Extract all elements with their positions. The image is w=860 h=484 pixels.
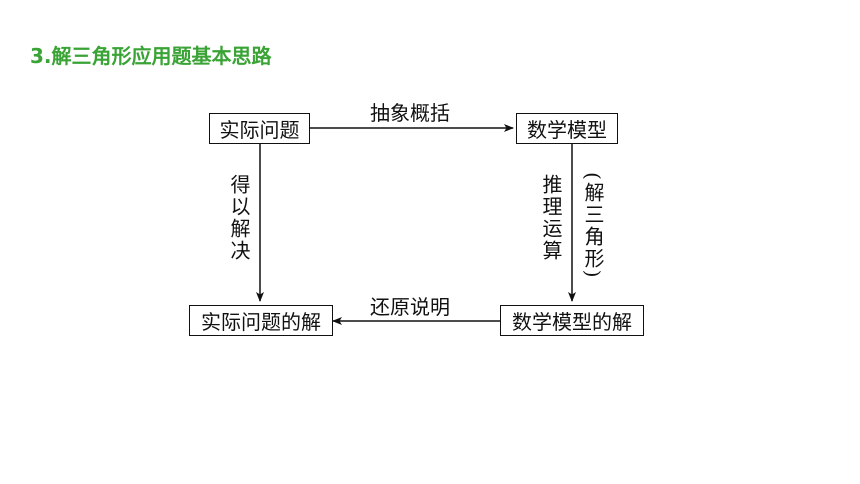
actual-solution-box: 实际问题的解 <box>189 305 333 336</box>
math-model-box: 数学模型 <box>516 113 618 144</box>
section-heading: 3.解三角形应用题基本思路 <box>30 42 272 70</box>
section-number: 3. <box>30 44 52 68</box>
model-solution-box: 数学模型的解 <box>500 305 644 336</box>
label-restore: 还原说明 <box>370 295 450 319</box>
label-solved: 得以解决 <box>227 174 251 262</box>
label-reasoning: 推理运算 <box>539 174 563 262</box>
label-triangle: (解三角形) <box>581 172 605 280</box>
label-abstract: 抽象概括 <box>370 101 450 125</box>
actual-problem-box: 实际问题 <box>209 113 310 144</box>
section-title: 解三角形应用题基本思路 <box>51 44 272 68</box>
